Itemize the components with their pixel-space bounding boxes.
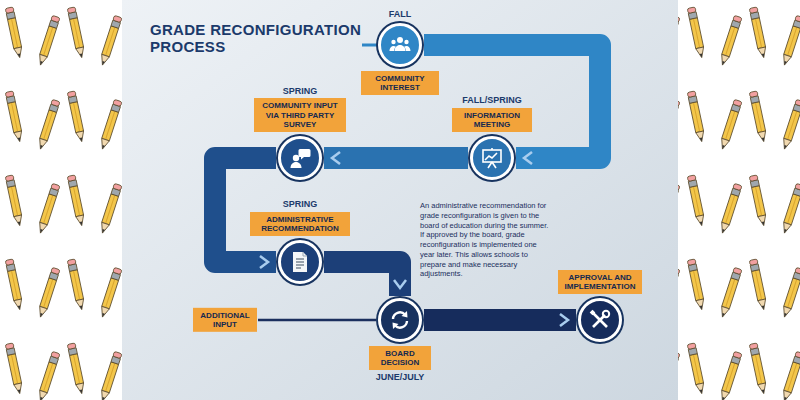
process-band xyxy=(424,45,600,164)
icon-part xyxy=(404,46,410,51)
stage-tag: ADMINISTRATIVE RECOMMENDATION xyxy=(250,212,350,236)
icon-part xyxy=(488,162,492,168)
pencil-pattern xyxy=(678,0,800,400)
icon-part xyxy=(303,252,307,256)
icon-part xyxy=(293,155,299,161)
label-stack: APPROVAL AND IMPLEMENTATION xyxy=(558,269,642,295)
process-band xyxy=(424,314,576,326)
arrow-chevron xyxy=(560,314,568,326)
season-label: SPRING xyxy=(283,86,318,96)
stage-tag: BOARD DECISION xyxy=(369,346,431,370)
label-stack: SPRING COMMUNITY INPUT VIA THIRD PARTY SU… xyxy=(254,85,346,133)
arrow-chevron xyxy=(394,280,406,288)
icon-part xyxy=(590,310,596,316)
stage-circle: SPRINGADMINISTRATIVE RECOMMENDATION xyxy=(278,240,322,284)
stage-circle: APPROVAL AND IMPLEMENTATION xyxy=(578,298,622,342)
process-band xyxy=(424,309,576,331)
stage-icon xyxy=(480,146,504,170)
icon-part xyxy=(485,153,497,160)
icon-part xyxy=(395,45,406,51)
stage-icon xyxy=(388,33,412,57)
panel xyxy=(122,0,678,400)
title-rule xyxy=(362,44,377,47)
process-band xyxy=(324,262,400,296)
icon-part xyxy=(491,148,493,150)
icon-part xyxy=(391,40,395,44)
season-label: JUNE/JULY xyxy=(376,372,425,382)
arrow-chevron xyxy=(260,256,268,268)
stage-tag: APPROVAL AND IMPLEMENTATION xyxy=(558,270,642,294)
stage-circle: SPRINGCOMMUNITY INPUT VIA THIRD PARTY SU… xyxy=(278,136,322,180)
icon-part xyxy=(296,261,304,262)
diagram-title: GRADE RECONFIGURATION PROCESS xyxy=(150,22,365,55)
icon-part xyxy=(296,258,304,259)
icon-part xyxy=(397,37,403,43)
icon-part xyxy=(293,252,307,272)
icon-part xyxy=(390,46,396,51)
icon-part xyxy=(402,311,408,318)
stage-tag: COMMUNITY INPUT VIA THIRD PARTY SURVEY xyxy=(254,98,346,132)
label-stack: SPRING ADMINISTRATIVE RECOMMENDATION xyxy=(250,198,350,237)
process-band xyxy=(324,147,468,169)
icon-part xyxy=(603,311,609,317)
stage-tag: ADDITIONAL INPUT xyxy=(193,308,257,332)
arrow-chevron xyxy=(524,152,532,164)
note-text: An administrative recommendation for gra… xyxy=(420,201,550,279)
connector-line xyxy=(258,319,376,322)
label-stack: BOARD DECISION JUNE/JULY xyxy=(369,345,431,384)
icon-part xyxy=(404,40,408,44)
season-label: SPRING xyxy=(283,199,318,209)
label-stack: COMMUNITY INTEREST xyxy=(361,70,439,96)
process-band xyxy=(215,158,276,262)
stage-icon xyxy=(288,146,312,170)
stage-circle: FALL/SPRINGINFORMATION MEETING xyxy=(470,136,514,180)
stage-icon xyxy=(588,308,612,332)
icon-part xyxy=(296,264,304,265)
stage-icon xyxy=(288,250,312,274)
label-stack: FALL xyxy=(389,8,412,20)
stage-circle: FALLCOMMUNITY INTEREST xyxy=(378,23,422,67)
label-stack: FALL/SPRING INFORMATION MEETING xyxy=(452,94,532,133)
season-label: FALL/SPRING xyxy=(462,95,522,105)
stage-tag: COMMUNITY INTEREST xyxy=(361,71,439,95)
input-box: ADDITIONAL INPUT xyxy=(193,307,257,333)
icon-part xyxy=(483,150,501,162)
pencil-pattern xyxy=(0,0,122,400)
icon-part xyxy=(296,267,301,268)
icon-part xyxy=(492,162,496,168)
process-band xyxy=(324,262,406,296)
icon-part xyxy=(393,323,399,330)
process-band xyxy=(324,152,468,164)
process-band xyxy=(424,45,600,158)
connector-line xyxy=(258,320,376,321)
stage-tag: INFORMATION MEETING xyxy=(452,108,532,132)
season-label: FALL xyxy=(389,9,412,19)
icon-part xyxy=(299,149,311,160)
arrow-chevron xyxy=(332,152,340,164)
stage-icon xyxy=(388,308,412,332)
stage-circle: BOARD DECISIONJUNE/JULY xyxy=(378,298,422,342)
icon-part xyxy=(291,162,302,168)
icon-part xyxy=(593,313,607,327)
